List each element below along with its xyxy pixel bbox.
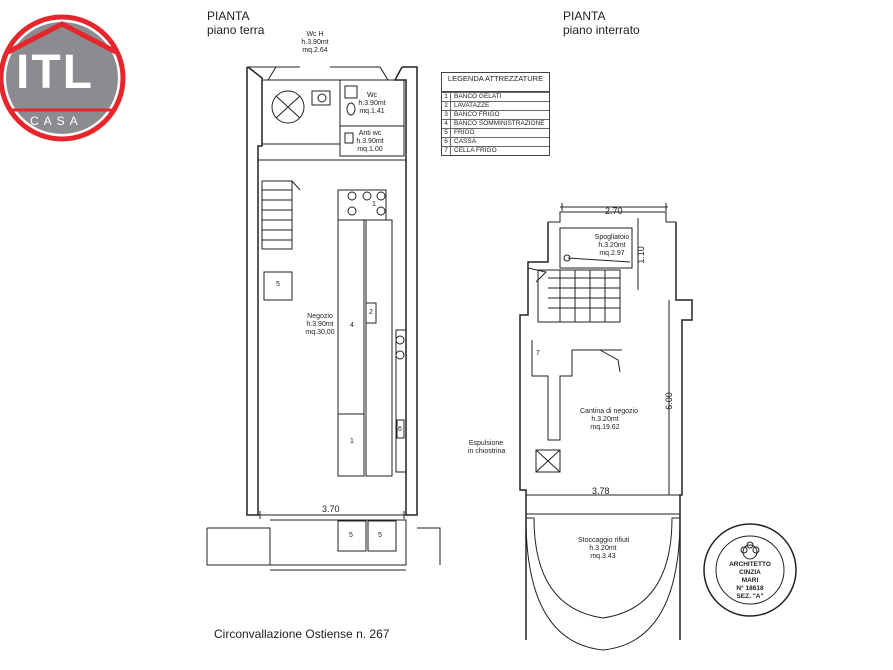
ground-plan-subtitle: piano terra [207,23,265,37]
item-number: 6 [398,426,402,433]
item-number: 5 [378,532,382,539]
ground-plan-title: PIANTA [207,9,250,23]
basement-plan-title: PIANTA [563,9,606,23]
logo-mark: ITL [16,46,94,99]
item-number: 7 [536,350,540,357]
espulsione-note: Espulsione in chiostrina [468,440,506,455]
item-number: 2 [369,309,373,316]
basement-height-dimension: 6.00 [663,392,674,410]
ground-width-dimension: 3.70 [322,504,340,514]
room-stoccaggio-label: Stoccaggio rifiuti h.3.20mt mq.3.43 [578,537,630,560]
stamp-text: ARCHITETTO CINZIA MARI N° 18618 SEZ. "A" [729,561,771,600]
item-number: 5 [349,532,353,539]
room-cantina-label: Cantina di negozio h.3.20mt mq.19.62 [580,408,638,431]
basement-top-dimension: 2.70 [605,206,623,216]
architect-stamp [703,523,797,617]
logo-word: CASA [30,114,83,128]
ground-floor-plan [206,66,441,571]
item-number: 1 [372,201,376,208]
address: Circonvallazione Ostiense n. 267 [214,627,390,641]
item-number: 1 [350,438,354,445]
basement-plan [519,203,693,651]
item-number: 5 [276,281,280,288]
room-spogliatoio-label: Spogliatoio h.3.20mt mq.2.97 [594,234,630,257]
room-wc-label: Wc h.3.90mt mq.1.41 [358,92,386,115]
itl-casa-logo [0,14,126,142]
room-antiwc-label: Anti wc h.3.90mt mq.1.00 [356,130,384,153]
legend-title: LEGENDA ATTREZZATURE [442,73,549,92]
basement-side-dimension: 1.10 [635,246,646,264]
room-wch-label: Wc H h.3.90mt mq.2.64 [301,31,329,54]
basement-plan-subtitle: piano interrato [563,23,640,37]
item-number: 4 [350,322,354,329]
basement-bottom-dimension: 3.78 [592,486,610,496]
room-negozio-label: Negozio h.3.90mt mq.30,00 [305,313,335,336]
